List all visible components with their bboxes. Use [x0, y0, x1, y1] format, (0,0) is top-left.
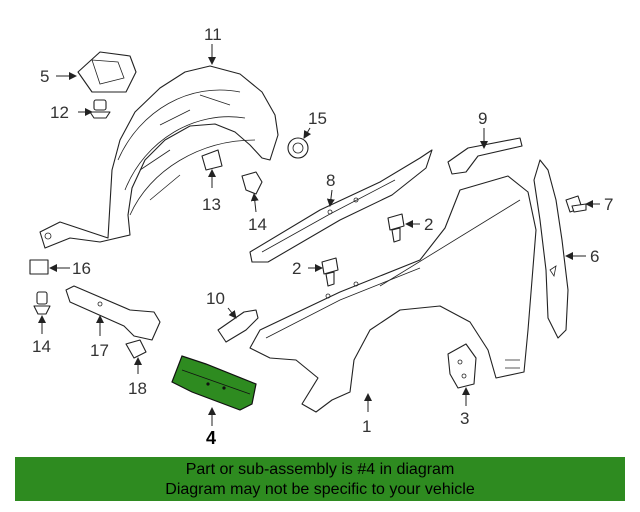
grommet-part-15[interactable] [287, 137, 309, 159]
callout-1: 1 [362, 417, 371, 436]
callout-3: 3 [460, 409, 469, 428]
fender-bracket-part-8[interactable] [249, 149, 433, 263]
banner-line-2: Diagram may not be specific to your vehi… [165, 481, 475, 498]
callout-2-upper: 2 [424, 215, 433, 234]
bracket-part-17[interactable] [65, 285, 161, 341]
callout-15: 15 [308, 109, 327, 128]
callout-10: 10 [206, 289, 225, 308]
fender-liner-part[interactable] [39, 65, 279, 249]
callout-12: 12 [50, 103, 69, 122]
fastener-part-14-upper[interactable] [241, 171, 263, 195]
fastener-part-14-lower[interactable] [33, 291, 51, 315]
fender-panel-part-1[interactable] [249, 175, 537, 413]
leader-lines [38, 44, 600, 426]
splash-shield-part-4[interactable] [171, 355, 257, 411]
info-banner: Part or sub-assembly is #4 in diagram Di… [15, 457, 625, 501]
parts-diagram: 5 12 11 15 13 14 8 9 2 2 7 6 16 14 17 18… [29, 25, 613, 448]
callout-6: 6 [590, 247, 599, 266]
callout-9: 9 [478, 109, 487, 128]
pad-part-16[interactable] [29, 259, 49, 275]
callout-14-upper: 14 [248, 215, 267, 234]
callout-16: 16 [72, 259, 91, 278]
callout-17: 17 [90, 341, 109, 360]
callout-18: 18 [128, 379, 147, 398]
clip-part-18[interactable] [125, 339, 147, 359]
clip-part-12[interactable] [89, 99, 111, 119]
banner-line-1: Part or sub-assembly is #4 in diagram [185, 461, 455, 478]
callout-5: 5 [40, 67, 49, 86]
bolt-part-2-upper[interactable] [387, 213, 405, 243]
callout-4: 4 [206, 428, 216, 448]
callout-14-lower: 14 [32, 337, 51, 356]
callout-7: 7 [604, 195, 613, 214]
callout-13: 13 [202, 195, 221, 214]
bracket-part-9[interactable] [447, 137, 523, 175]
callout-2-lower: 2 [292, 259, 301, 278]
insulator-part-5[interactable] [77, 51, 137, 93]
bolt-part-2-lower[interactable] [321, 257, 339, 287]
bolt-part-7[interactable] [565, 195, 587, 213]
bracket-part-3[interactable] [447, 343, 477, 389]
shield-part-10[interactable] [217, 309, 259, 343]
callout-11: 11 [204, 25, 222, 44]
seal-part-6[interactable] [533, 159, 569, 339]
clip-part-13[interactable] [201, 149, 223, 171]
callout-8: 8 [326, 171, 335, 190]
